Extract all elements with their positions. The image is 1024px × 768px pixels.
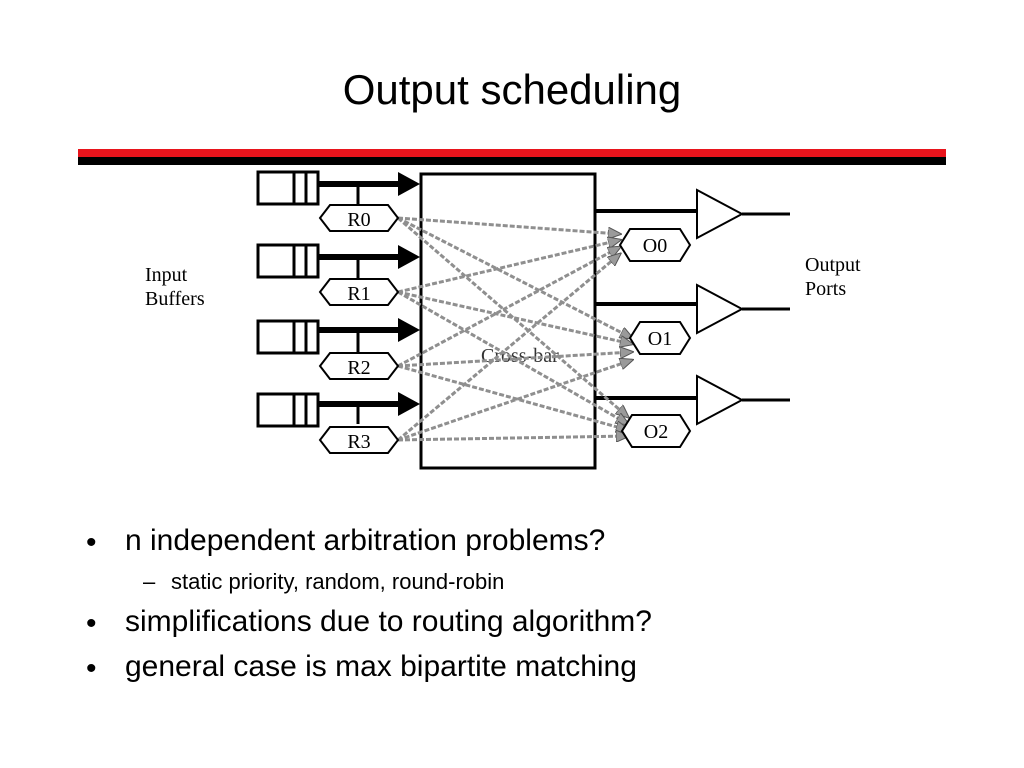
conn-r3-o2 bbox=[397, 436, 628, 440]
output-port-0 bbox=[595, 188, 790, 240]
input-buffer-0 bbox=[256, 170, 420, 206]
input-buffers-label-line1: Input bbox=[145, 264, 188, 286]
router-r1-label: R1 bbox=[347, 283, 370, 305]
bullet-marker-1: • bbox=[86, 526, 97, 559]
bullet-marker-3: • bbox=[86, 652, 97, 685]
output-o2-label: O2 bbox=[644, 421, 668, 443]
conn-r1-o1 bbox=[397, 290, 632, 344]
output-o1-label: O1 bbox=[648, 328, 672, 350]
conn-r3-o1 bbox=[397, 360, 632, 442]
sub-bullet-marker-1: – bbox=[143, 569, 156, 594]
output-o1: O1 bbox=[628, 321, 692, 355]
crossbar-connections bbox=[397, 216, 632, 442]
router-r3: R3 bbox=[318, 426, 400, 454]
router-r0: R0 bbox=[318, 204, 400, 232]
input-buffer-3 bbox=[256, 392, 420, 428]
title-rule-red bbox=[78, 149, 946, 157]
output-ports-label-line2: Ports bbox=[805, 278, 846, 300]
bullet-text-2: simplifications due to routing algorithm… bbox=[125, 605, 652, 638]
output-o0: O0 bbox=[618, 228, 692, 262]
router-r0-label: R0 bbox=[347, 209, 370, 231]
conn-r2-o2 bbox=[397, 364, 628, 430]
slide-title: Output scheduling bbox=[342, 66, 682, 113]
output-ports-label-line1: Output bbox=[805, 254, 861, 276]
output-port-2 bbox=[595, 374, 790, 426]
conn-r3-o0 bbox=[397, 254, 620, 442]
conn-r1-o2 bbox=[397, 290, 628, 424]
input-buffer-1 bbox=[256, 243, 420, 279]
conn-r0-o2 bbox=[397, 216, 628, 417]
output-o2: O2 bbox=[620, 414, 692, 448]
sub-bullet-text-1: static priority, random, round-robin bbox=[171, 569, 505, 594]
bullet-marker-2: • bbox=[86, 607, 97, 640]
router-r3-label: R3 bbox=[347, 431, 370, 453]
crossbar-box bbox=[419, 172, 597, 470]
conn-r2-o1 bbox=[397, 352, 632, 368]
title-rule-black bbox=[78, 157, 946, 165]
bullet-text-1: n independent arbitration problems? bbox=[125, 524, 606, 557]
router-r2: R2 bbox=[318, 352, 400, 380]
conn-r1-o0 bbox=[397, 240, 620, 294]
router-r2-label: R2 bbox=[347, 357, 370, 379]
conn-r0-o1 bbox=[397, 216, 632, 338]
output-o0-label: O0 bbox=[643, 235, 667, 257]
conn-r0-o0 bbox=[397, 216, 620, 234]
input-buffers-label-line2: Buffers bbox=[145, 288, 205, 310]
crossbar-label: Cross-bar bbox=[481, 345, 559, 367]
output-port-1 bbox=[595, 283, 790, 335]
input-buffer-2 bbox=[256, 318, 420, 355]
bullet-text-3: general case is max bipartite matching bbox=[125, 650, 637, 683]
router-r1: R1 bbox=[318, 278, 400, 306]
